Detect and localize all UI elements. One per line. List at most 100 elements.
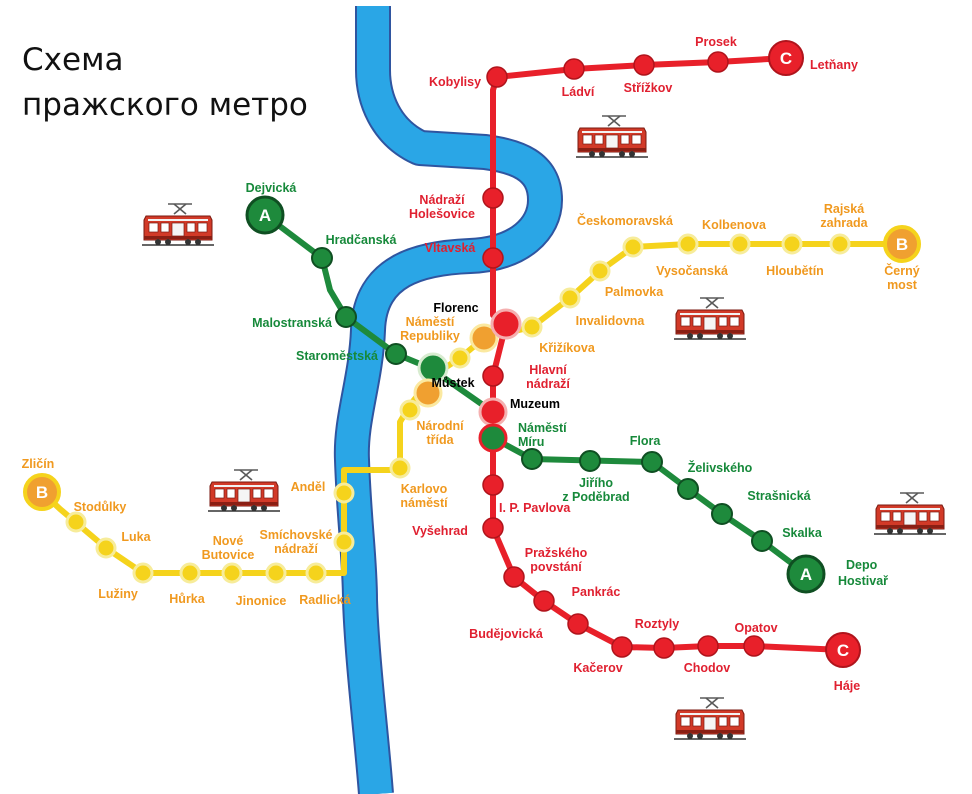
station-dot-vysehrad[interactable]: [482, 517, 504, 539]
station-dot-rajska[interactable]: [829, 233, 851, 255]
label-hlavni-2: nádraží: [526, 377, 570, 391]
transfer-muzeum-a[interactable]: [478, 423, 508, 453]
station-dot-opatov[interactable]: [743, 635, 765, 657]
label-zlicin: Zličín: [22, 457, 55, 471]
label-luka: Luka: [121, 530, 151, 544]
label-budejovicka: Budějovická: [469, 627, 543, 641]
label-haje: Háje: [834, 679, 860, 693]
terminal-b-cerny-most[interactable]: [883, 225, 921, 263]
station-dot-kobylisy[interactable]: [486, 66, 508, 88]
label-zelivskeho: Želivského: [688, 460, 753, 475]
station-dot-chodov[interactable]: [697, 635, 719, 657]
station-dot-kolbenova[interactable]: [729, 233, 751, 255]
terminal-a-dejvicka[interactable]: [245, 195, 285, 235]
label-florenc: Florenc: [433, 301, 478, 315]
label-luziny: Lužiny: [98, 587, 138, 601]
station-dot-pankrac[interactable]: [533, 590, 555, 612]
label-cerny-1: Černý: [884, 263, 919, 278]
transfer-labels: Florenc Můstek Muzeum: [431, 301, 560, 411]
station-dot-jiriho[interactable]: [521, 448, 543, 470]
station-dot-hloubetin[interactable]: [781, 233, 803, 255]
transfer-mustek-b[interactable]: [413, 378, 443, 408]
station-dot-skalka[interactable]: [751, 530, 773, 552]
line-c-stations: [482, 51, 765, 659]
station-dot-namesti-republiky-b[interactable]: [449, 347, 471, 369]
station-dot-luka[interactable]: [95, 537, 117, 559]
station-dot-stodulky[interactable]: [65, 511, 87, 533]
terminal-c-letnany[interactable]: [768, 40, 804, 76]
station-dot-strasnicka[interactable]: [711, 503, 733, 525]
station-dot-vltavska[interactable]: [482, 247, 504, 269]
station-dot-holesovice[interactable]: [482, 187, 504, 209]
station-dot-ceskomoravska[interactable]: [622, 236, 644, 258]
station-dot-luziny[interactable]: [132, 562, 154, 584]
station-dot-budejovicka[interactable]: [567, 613, 589, 635]
transfer-florenc-c[interactable]: [490, 308, 522, 340]
transfer-muzeum-c[interactable]: [478, 397, 508, 427]
label-chodov: Chodov: [684, 661, 731, 675]
terminals: A A B B C C: [23, 40, 921, 668]
terminal-letter-c2: C: [837, 641, 849, 660]
terminal-letter-b2: B: [896, 235, 908, 254]
station-dot-prazskeho[interactable]: [503, 566, 525, 588]
label-strizkov: Střížkov: [624, 81, 673, 95]
label-muzeum: Muzeum: [510, 397, 560, 411]
station-dot-krizikova[interactable]: [521, 316, 543, 338]
station-dot-radlicka[interactable]: [305, 562, 327, 584]
label-mustek: Můstek: [431, 376, 474, 390]
label-andel: Anděl: [291, 480, 326, 494]
station-dot-nove-butovice[interactable]: [221, 562, 243, 584]
terminal-b-zlicin[interactable]: [23, 473, 61, 511]
tram-icon: [673, 697, 747, 740]
line-b-labels: Zličín Stodůlky Luka Lužiny Hůrka Nové B…: [22, 202, 920, 608]
station-dot-invalidovna[interactable]: [559, 287, 581, 309]
label-smichovske-1: Smíchovské: [260, 528, 333, 542]
station-dot-hurka[interactable]: [179, 562, 201, 584]
station-dot-strizkov[interactable]: [633, 54, 655, 76]
label-karlovo-2: náměstí: [400, 496, 448, 510]
station-dot-vysocanska[interactable]: [677, 233, 699, 255]
label-vltavska: Vltavská: [425, 241, 476, 255]
line-b-stations: [65, 233, 851, 584]
station-dot-staromestska[interactable]: [385, 343, 407, 365]
label-kolbenova: Kolbenova: [702, 218, 767, 232]
label-pavlova: I. P. Pavlova: [499, 501, 571, 515]
station-dot-kacerov[interactable]: [611, 636, 633, 658]
label-hlavni-1: Hlavní: [529, 363, 567, 377]
label-narodni-2: třída: [426, 433, 454, 447]
terminal-letter-a2: A: [800, 565, 812, 584]
transfer-stations: [413, 308, 522, 453]
label-nove-butovice-2: Butovice: [202, 548, 255, 562]
line-a-stations: [311, 247, 773, 552]
transfer-florenc-b[interactable]: [469, 323, 499, 353]
station-dot-flora[interactable]: [641, 451, 663, 473]
station-dot-karlovo[interactable]: [389, 457, 411, 479]
station-dot-narodni[interactable]: [399, 399, 421, 421]
station-dot-roztyly[interactable]: [653, 637, 675, 659]
station-dot-hlavni[interactable]: [482, 365, 504, 387]
label-opatov: Opatov: [734, 621, 777, 635]
station-dot-prosek[interactable]: [707, 51, 729, 73]
label-rajska-1: Rajská: [824, 202, 864, 216]
station-dot-smichovske[interactable]: [333, 531, 355, 553]
label-namesti-republiky-1: Náměstí: [406, 315, 455, 329]
label-palmovka: Palmovka: [605, 285, 664, 299]
label-prosek: Prosek: [695, 35, 737, 49]
station-dot-hradcanska[interactable]: [311, 247, 333, 269]
station-dot-jinonice[interactable]: [265, 562, 287, 584]
label-roztyly: Roztyly: [635, 617, 680, 631]
label-dejvicka: Dejvická: [246, 181, 297, 195]
station-dot-ladvi[interactable]: [563, 58, 585, 80]
label-letnany: Letňany: [810, 58, 858, 72]
station-dot-palmovka[interactable]: [589, 260, 611, 282]
label-namesti-miru-2: Míru: [518, 435, 544, 449]
station-dot-malostranska[interactable]: [335, 306, 357, 328]
terminal-c-haje[interactable]: [825, 632, 861, 668]
station-dot-pavlova[interactable]: [482, 474, 504, 496]
station-dot-zelivskeho[interactable]: [677, 478, 699, 500]
station-dot-flora-inner[interactable]: [579, 450, 601, 472]
label-holesovice-1: Nádraží: [419, 193, 465, 207]
label-jinonice: Jinonice: [236, 594, 287, 608]
station-dot-andel[interactable]: [333, 482, 355, 504]
terminal-a-depo[interactable]: [786, 554, 826, 594]
